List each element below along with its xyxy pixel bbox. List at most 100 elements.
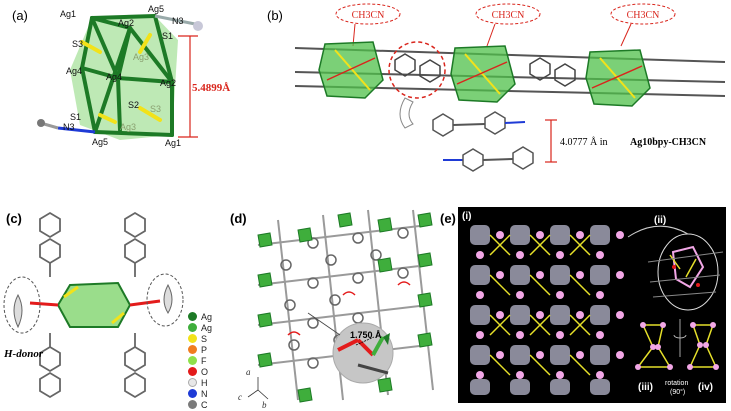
atom-label-s1-bot: S1 — [70, 112, 81, 122]
zoom-content — [337, 333, 390, 375]
red-h-bonds — [29, 299, 161, 307]
callout-1: CH3CN — [335, 3, 401, 47]
zoom-circle — [332, 322, 394, 384]
panel-e-label: (e) — [440, 211, 456, 226]
red-accents — [287, 281, 411, 336]
legend-label-c: C — [201, 399, 208, 410]
legend-label-p: P — [201, 344, 208, 355]
legend-row-p: P — [188, 344, 207, 355]
panel-d-label: (d) — [230, 211, 247, 226]
hdonor-shape-left — [13, 293, 23, 329]
subpanel-label-i: (i) — [462, 211, 471, 222]
distance-label-a: 5.4899Å — [192, 82, 230, 94]
atom-legend: Ag Ag S P F O H N C — [188, 311, 218, 411]
panel-a-label: (a) — [12, 8, 28, 23]
hdonor-ellipse-right — [146, 273, 184, 327]
panel-e: (e) — [440, 205, 731, 409]
legend-dot-f — [188, 356, 197, 365]
legend-label-ag-light: Ag — [201, 322, 213, 333]
legend-label-h: H — [201, 377, 208, 388]
stacked-bpy-bottom — [443, 146, 534, 172]
rotation-angle-label: (90°) — [670, 388, 685, 396]
legend-dot-ag-light — [188, 323, 197, 332]
panel-b: (b) CH3CN CH3CN CH3CN — [255, 0, 731, 175]
distance-bracket-b — [545, 119, 557, 163]
legend-label-f: F — [201, 355, 207, 366]
legend-label-o: O — [201, 366, 209, 377]
legend-dot-o — [188, 367, 197, 376]
subpanel-iv — [687, 322, 719, 370]
legend-label-ag-dark: Ag — [201, 311, 213, 322]
central-cluster — [56, 281, 132, 328]
hdonor-ellipse-left — [3, 276, 41, 334]
stacked-bpy-top — [432, 111, 526, 137]
callout-text-3: CH3CN — [627, 10, 660, 21]
subpanel-ii-zoom — [627, 225, 724, 311]
cluster-s-bonds — [63, 285, 125, 325]
legend-row-n: N — [188, 388, 208, 399]
legend-dot-s — [188, 334, 197, 343]
callout-text-1: CH3CN — [352, 10, 385, 21]
lattice-rings — [280, 227, 409, 369]
zoom-arrow — [399, 97, 414, 129]
framework-diagram: 1.750 Å a c b — [238, 209, 434, 409]
legend-dot-ag-dark — [188, 312, 197, 321]
legend-label-s: S — [201, 333, 208, 344]
atom-label-s1-top: S1 — [162, 31, 173, 41]
legend-dot-h — [188, 378, 197, 387]
atom-label-ag5-bot: Ag5 — [92, 137, 108, 147]
subpanel-label-iii: (iii) — [638, 382, 653, 393]
atom-label-ag3-faint: Ag3 — [120, 122, 136, 132]
hdonor-diagram: H-donor — [3, 211, 184, 399]
axis-label-a: a — [246, 367, 251, 377]
panel-d: (d) — [228, 205, 443, 409]
legend-row-o: O — [188, 366, 208, 377]
subpanel-iii — [635, 322, 673, 370]
callout-3: CH3CN — [610, 3, 676, 47]
ag-bonds — [80, 14, 174, 137]
legend-row-f: F — [188, 355, 207, 366]
zoom-line — [307, 312, 341, 336]
s-bonds — [80, 33, 162, 124]
pyridine-rings — [394, 53, 576, 87]
panel-c: (c) H- — [0, 205, 220, 411]
ag-cluster-3 — [585, 49, 651, 107]
axes-indicator — [247, 377, 269, 400]
bpy-arms — [39, 211, 146, 399]
legend-dot-c — [188, 400, 197, 409]
n3-ligand-top — [154, 14, 203, 31]
legend-dot-p — [188, 345, 197, 354]
atom-label-ag4-mid: Ag4 — [106, 72, 122, 82]
atom-label-ag1: Ag1 — [60, 9, 76, 19]
panel-a: (a) — [0, 0, 235, 160]
panel-b-label: (b) — [267, 8, 283, 23]
hdonor-shape-right — [163, 283, 173, 314]
panel-c-label: (c) — [6, 211, 22, 226]
legend-label-n: N — [201, 388, 208, 399]
atom-label-ag4-faint: Ag3 — [133, 52, 149, 62]
rotation-arrow-icon — [673, 334, 687, 339]
atom-label-ag2-right: Ag2 — [160, 78, 176, 88]
atom-label-ag1-bot: Ag1 — [165, 138, 181, 148]
distance-label-b: 4.0777 Å in — [560, 136, 608, 148]
distance-label-d: 1.750 Å — [350, 330, 382, 340]
legend-row-c: C — [188, 399, 208, 410]
rotation-label: rotation — [665, 380, 688, 387]
legend-row-h: H — [188, 377, 208, 388]
ag-cluster-2 — [450, 45, 516, 103]
subpanel-label-iv: (iv) — [698, 382, 713, 393]
hdonor-label: H-donor — [3, 348, 44, 360]
atom-label-n3-bot: N3 — [63, 122, 75, 132]
axis-label-c: c — [238, 392, 242, 402]
atom-label-ag2-top: Ag2 — [118, 18, 134, 28]
atom-label-n3-top: N3 — [172, 16, 184, 26]
atom-label-s3: S3 — [72, 39, 83, 49]
atom-label-ag5: Ag5 — [148, 4, 164, 14]
atom-label-s-faint: S3 — [150, 104, 161, 114]
n3-ligand-bottom — [37, 119, 96, 134]
callout-2: CH3CN — [475, 3, 541, 47]
compound-label: Ag10bpy-CH3CN — [630, 137, 707, 148]
legend-row-ag-light: Ag — [188, 322, 212, 333]
callout-text-2: CH3CN — [492, 10, 525, 21]
legend-row-s: S — [188, 333, 207, 344]
